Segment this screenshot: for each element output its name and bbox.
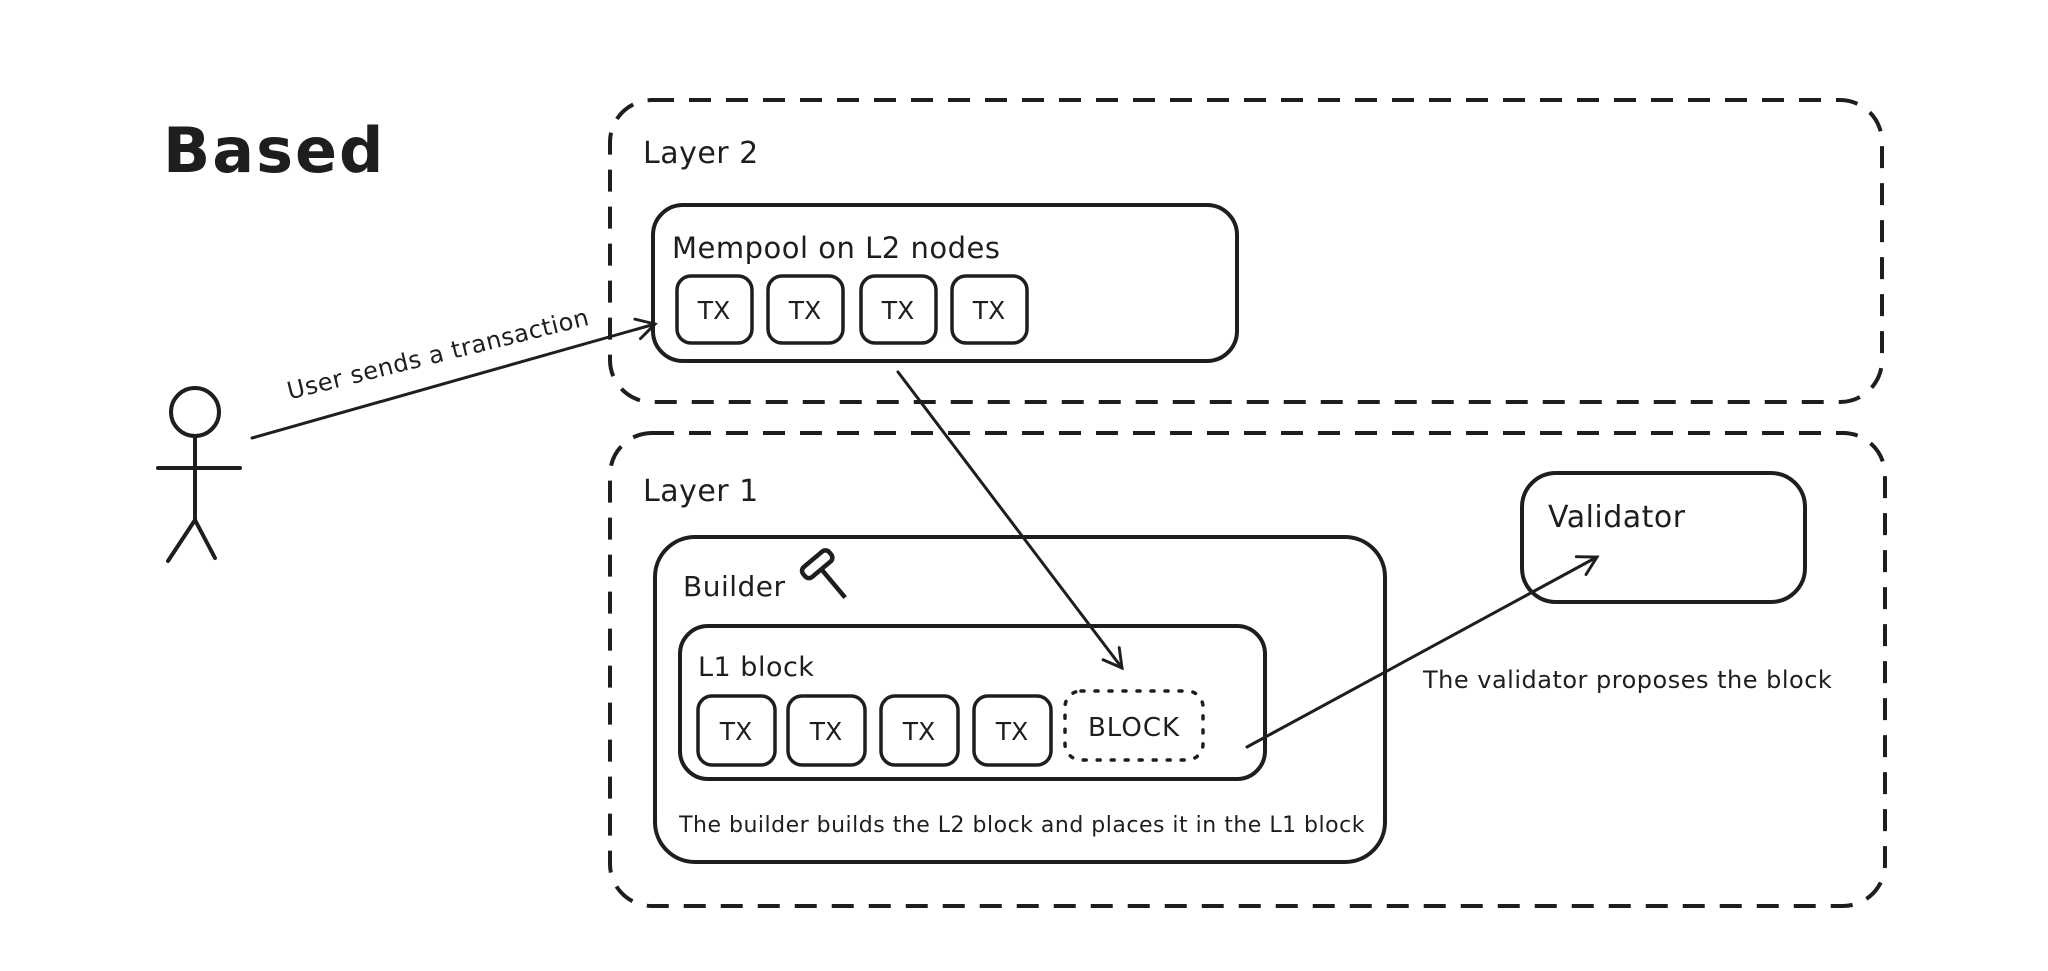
tx-label: TX [902,717,935,746]
user-stick-figure [156,386,242,563]
tx-box: TX [879,694,960,767]
layer2-container [608,98,1884,404]
mempool-label: Mempool on L2 nodes [672,231,1000,265]
tx-box: TX [675,274,754,345]
tx-label: TX [788,296,821,325]
user-leg-left [166,518,197,563]
tx-box: TX [766,274,845,345]
validator-box [1520,471,1807,604]
block-slot: BLOCK [1063,689,1205,762]
block-to-validator-arrow [1245,555,1600,749]
tx-box: TX [950,274,1029,345]
tx-box: TX [696,694,777,767]
mempool-tx-list: TX TX TX TX [675,274,1029,345]
tx-box: TX [972,694,1053,767]
builder-label: Builder [683,570,786,603]
tx-box: TX [786,694,867,767]
tx-box: TX [859,274,938,345]
user-head [169,386,221,438]
tx-label: TX [972,296,1005,325]
l1-block-label: L1 block [698,652,814,683]
tx-label: TX [881,296,914,325]
page-title: Based [163,114,385,187]
block-slot-label: BLOCK [1088,713,1180,743]
l1-block-box [678,624,1267,781]
builder-box [653,535,1387,864]
tx-label: TX [719,717,752,746]
user-to-mempool-arrow [250,317,658,440]
l1-tx-list: TX TX TX TX BLOCK [696,689,1205,767]
builder-caption: The builder builds the L2 block and plac… [678,813,1365,838]
hammer-icon [799,548,847,600]
mempool-to-block-arrow [896,370,1124,671]
user-leg-right [193,518,217,560]
mempool-box [651,203,1239,363]
layer2-label: Layer 2 [643,136,759,171]
tx-label: TX [809,717,842,746]
tx-label: TX [995,717,1028,746]
tx-label: TX [697,296,730,325]
validator-caption: The validator proposes the block [1422,666,1832,694]
layer1-label: Layer 1 [643,474,759,509]
layer1-container [608,431,1887,908]
validator-label: Validator [1548,500,1686,535]
